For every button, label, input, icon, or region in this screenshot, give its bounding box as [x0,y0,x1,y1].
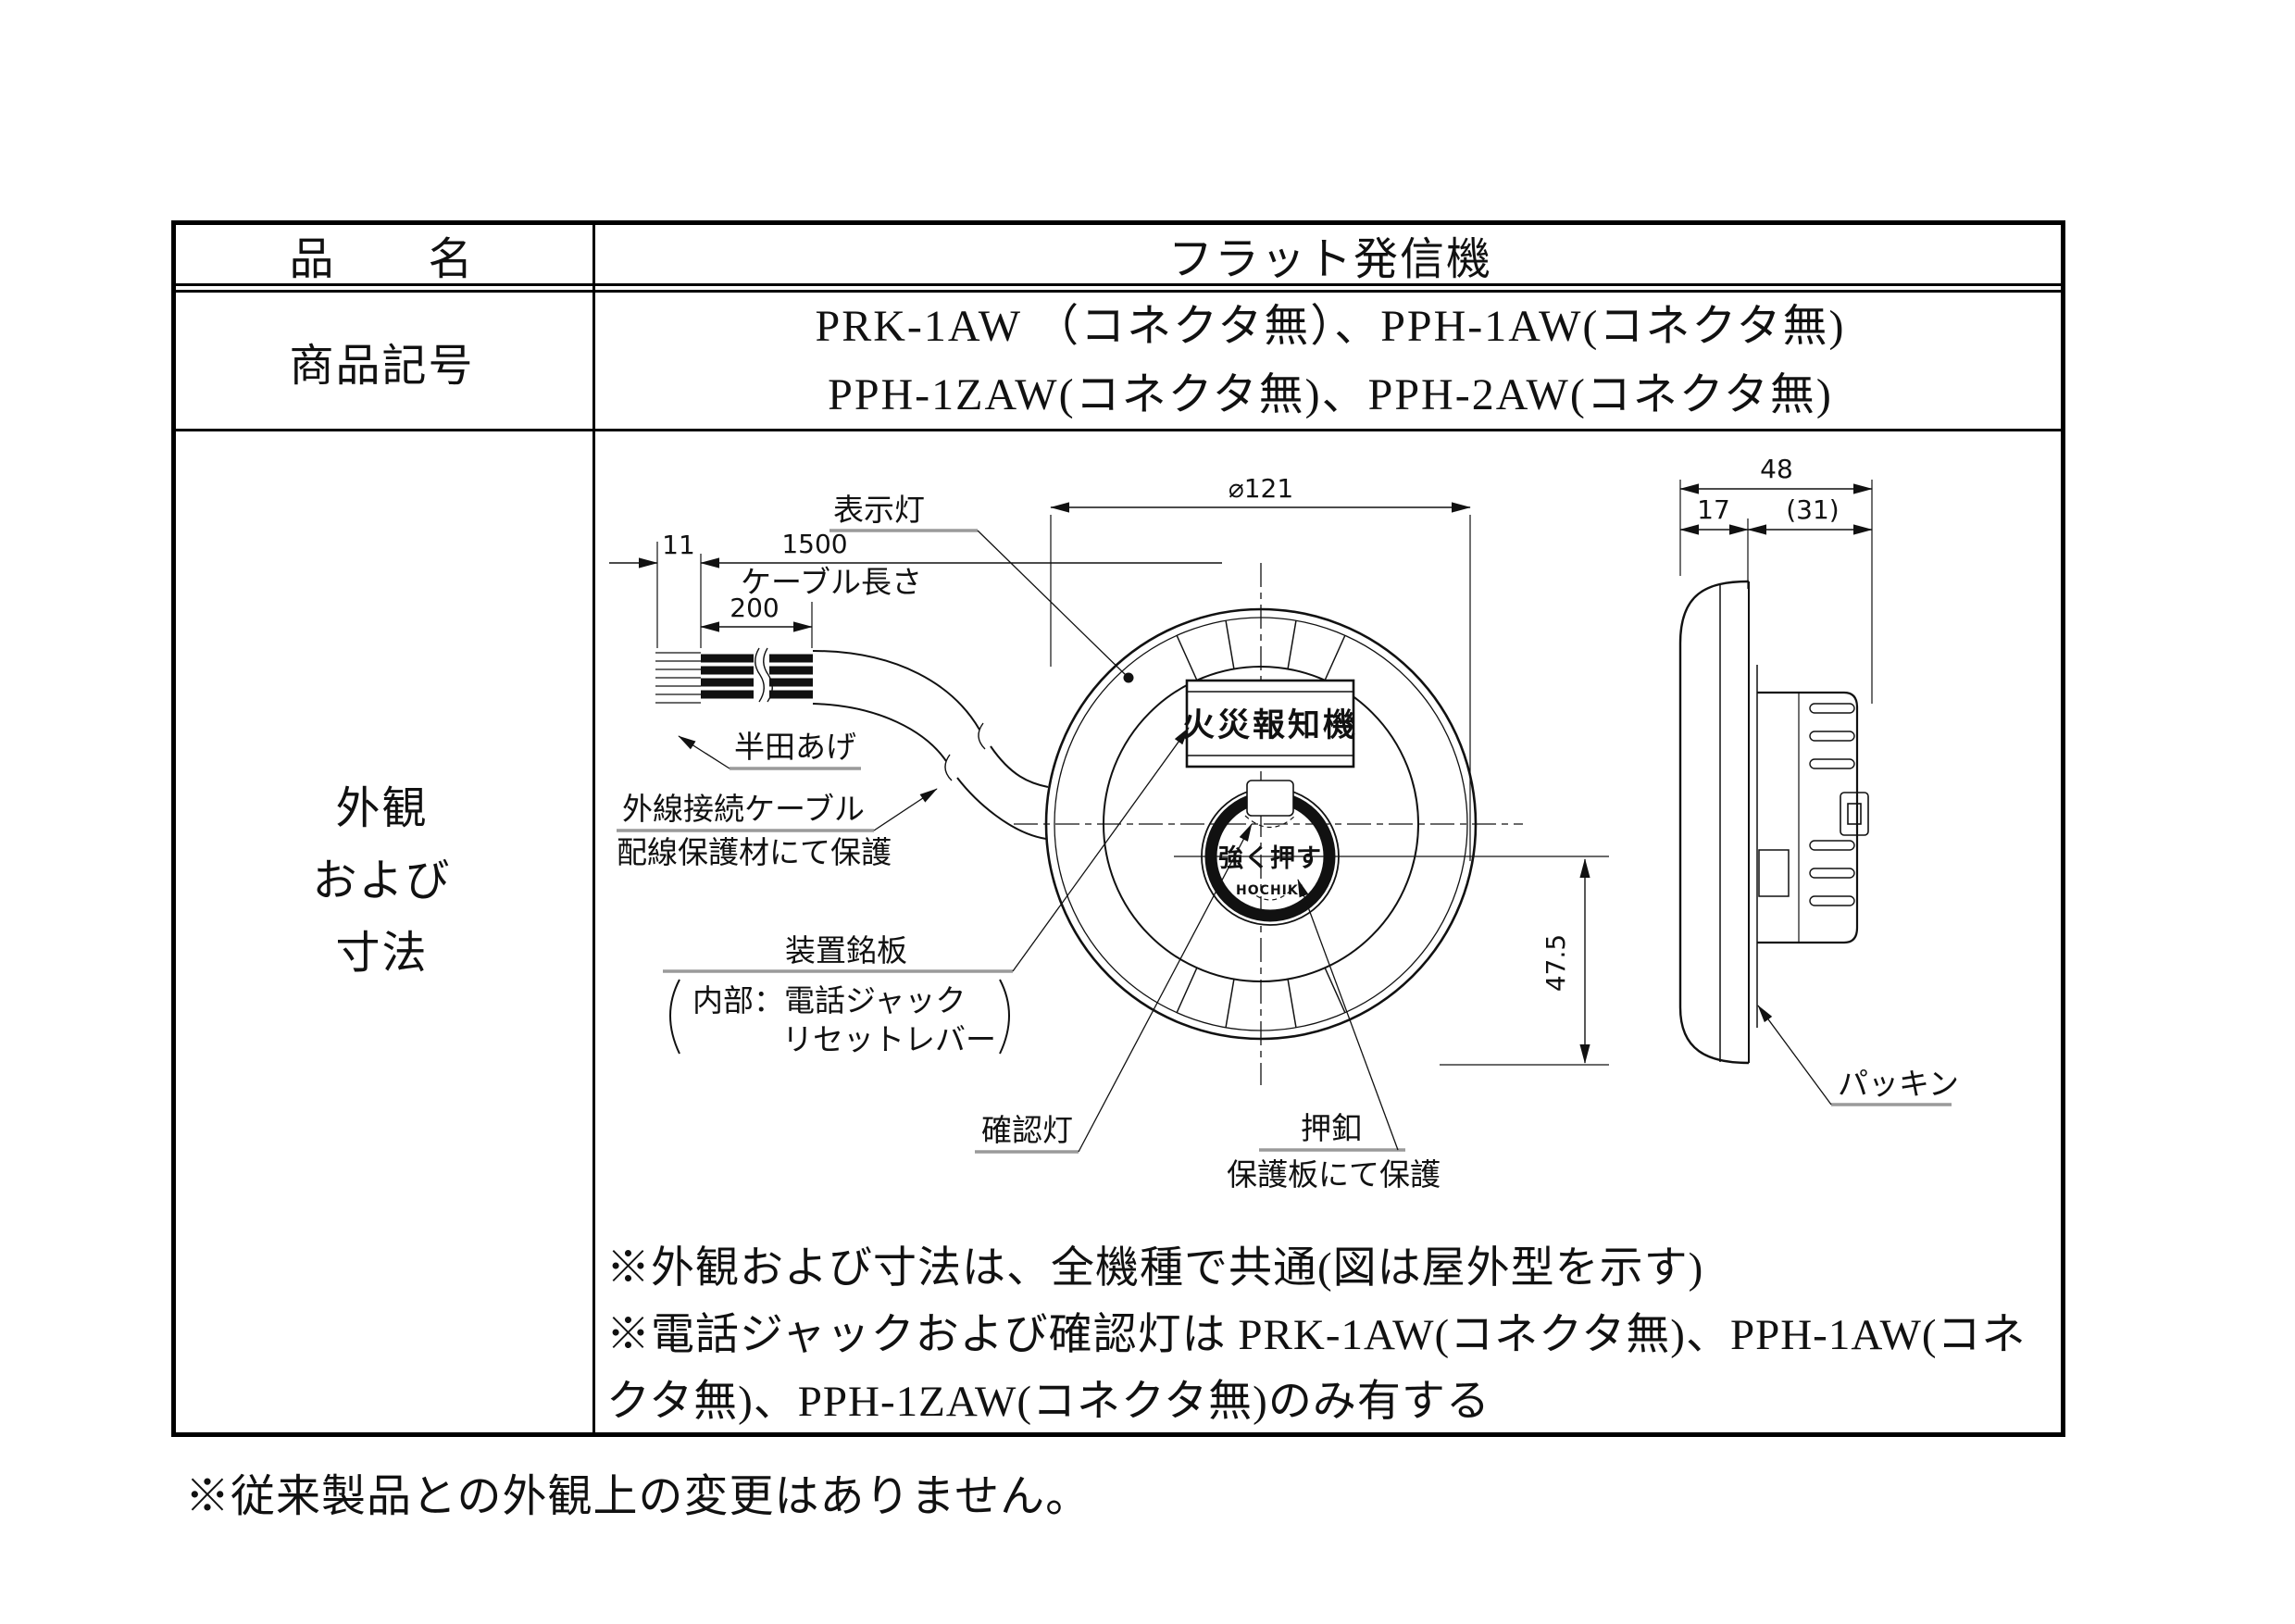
push-button: 強く押す HOCHIKI [1201,780,1340,926]
row2-label-text: 商品記号 [289,341,475,391]
technical-drawing: 火災報知機 強く押す HOCHIKI ⌀121 [609,454,1959,1193]
note-1: ※外観および寸法は、全機種で共通(図は屋外型を示す) [606,1244,1704,1293]
table-border-top [171,220,2065,225]
cable-assembly: 11 1500 ケーブル長さ 200 半田あげ 外線接続ケーブ [609,529,1222,870]
table-border-left [171,220,176,1437]
dim-height: 47.5 [1440,858,1609,1066]
row1-divider-b [171,290,2065,293]
row3-label-line3: 寸法 [335,928,429,978]
dim-cable: 1500 ケーブル長さ [700,529,1222,600]
nameplate-text: 火災報知機 [1182,707,1358,744]
dim-front-text: 17 [1697,494,1730,525]
indicator-lamp-dot [1123,672,1134,683]
dim-tip-text: 11 [662,530,695,560]
dim-diameter-text: ⌀121 [1229,473,1293,504]
dim-solder-text: 200 [730,593,779,623]
dim-solder: 200 [700,593,813,648]
note-2: ※電話ジャックおよび確認灯は PRK-1AW(コネクタ無)、PPH-1AW(コネ [606,1311,2027,1359]
dim-height-text: 47.5 [1540,934,1571,992]
label-solder: 半田あげ [734,729,856,765]
dim-back-text: (31) [1786,494,1839,525]
brand-logo-text: HOCHIKI [1236,883,1304,898]
table-col-divider [592,220,595,1437]
product-name: フラット発信機 [1167,234,1492,284]
dim-tip: 11 [609,530,702,648]
cable-bars [701,654,813,699]
table-border-right [2061,220,2065,1437]
indicator-lamp-label: 表示灯 [829,492,1134,683]
nameplate: 火災報知機 [1182,679,1358,768]
body-detail [1758,849,1790,897]
label-cable-2: 配線保護材にて保護 [617,834,892,870]
wire-ends [655,652,701,704]
side-view: 48 17 (31) [1678,454,1959,1106]
confirm-lamp-label: 確認灯 [975,823,1253,1154]
phone-jack-cover [1246,780,1294,817]
front-view: 火災報知機 強く押す HOCHIKI ⌀121 [829,473,1609,1085]
nameplate-label-block: 装置銘板 内部：電話ジャック リセットレバー [663,727,1190,1057]
label-confirm: 確認灯 [981,1112,1073,1148]
label-packing: パッキン [1838,1066,1959,1102]
product-code-line2: PPH-1ZAW(コネクタ無)、PPH-2AW(コネクタ無) [828,369,1833,419]
label-indicator: 表示灯 [833,492,925,528]
row3-label-line1: 外観 [335,783,429,833]
dim-cable-text: 1500 [781,529,847,559]
row2-value: PRK-1AW （コネクタ無）、PPH-1AW(コネクタ無) PPH-1ZAW(… [595,293,2065,429]
label-cable-1: 外線接続ケーブル [622,791,865,827]
row2-divider [171,429,2065,431]
footer-note: ※従来製品との外観上の変更はありません。 [185,1472,1091,1521]
dim-cable-caption: ケーブル長さ [741,564,922,600]
dim-total-text: 48 [1760,454,1793,484]
label-nameplate-sub2: リセットレバー [782,1021,996,1057]
label-nameplate: 装置銘板 [785,932,907,968]
pushbutton-label: 押釦 保護板にて保護 [1227,879,1441,1193]
label-nameplate-sub1: 内部：電話ジャック [692,982,966,1018]
mounting-clip [1840,792,1869,836]
table-border-bottom [171,1432,2065,1437]
label-button: 押釦 [1301,1110,1362,1146]
row3-label: 外観 および 寸法 [171,381,592,1381]
row1-value: フラット発信機 [595,225,2065,284]
solder-label: 半田あげ [678,729,861,770]
button-text: 強く押す [1218,844,1322,873]
product-code-line1: PRK-1AW （コネクタ無）、PPH-1AW(コネクタ無) [815,301,1846,351]
note-3: クタ無)、PPH-1ZAW(コネクタ無)のみ有する [606,1378,1491,1426]
dim-diameter: ⌀121 [1050,473,1471,861]
row2-label: 商品記号 [171,293,592,429]
external-cable-label: 外線接続ケーブル 配線保護材にて保護 [617,788,938,870]
packing-label: パッキン [1757,1005,1959,1106]
row3-label-line2: および [312,856,452,906]
row1-divider-a [171,283,2065,286]
row1-label-text: 品 名 [289,234,475,284]
label-button-sub: 保護板にて保護 [1227,1156,1441,1193]
body-fins [1809,703,1855,906]
row1-label: 品 名 [171,225,592,284]
